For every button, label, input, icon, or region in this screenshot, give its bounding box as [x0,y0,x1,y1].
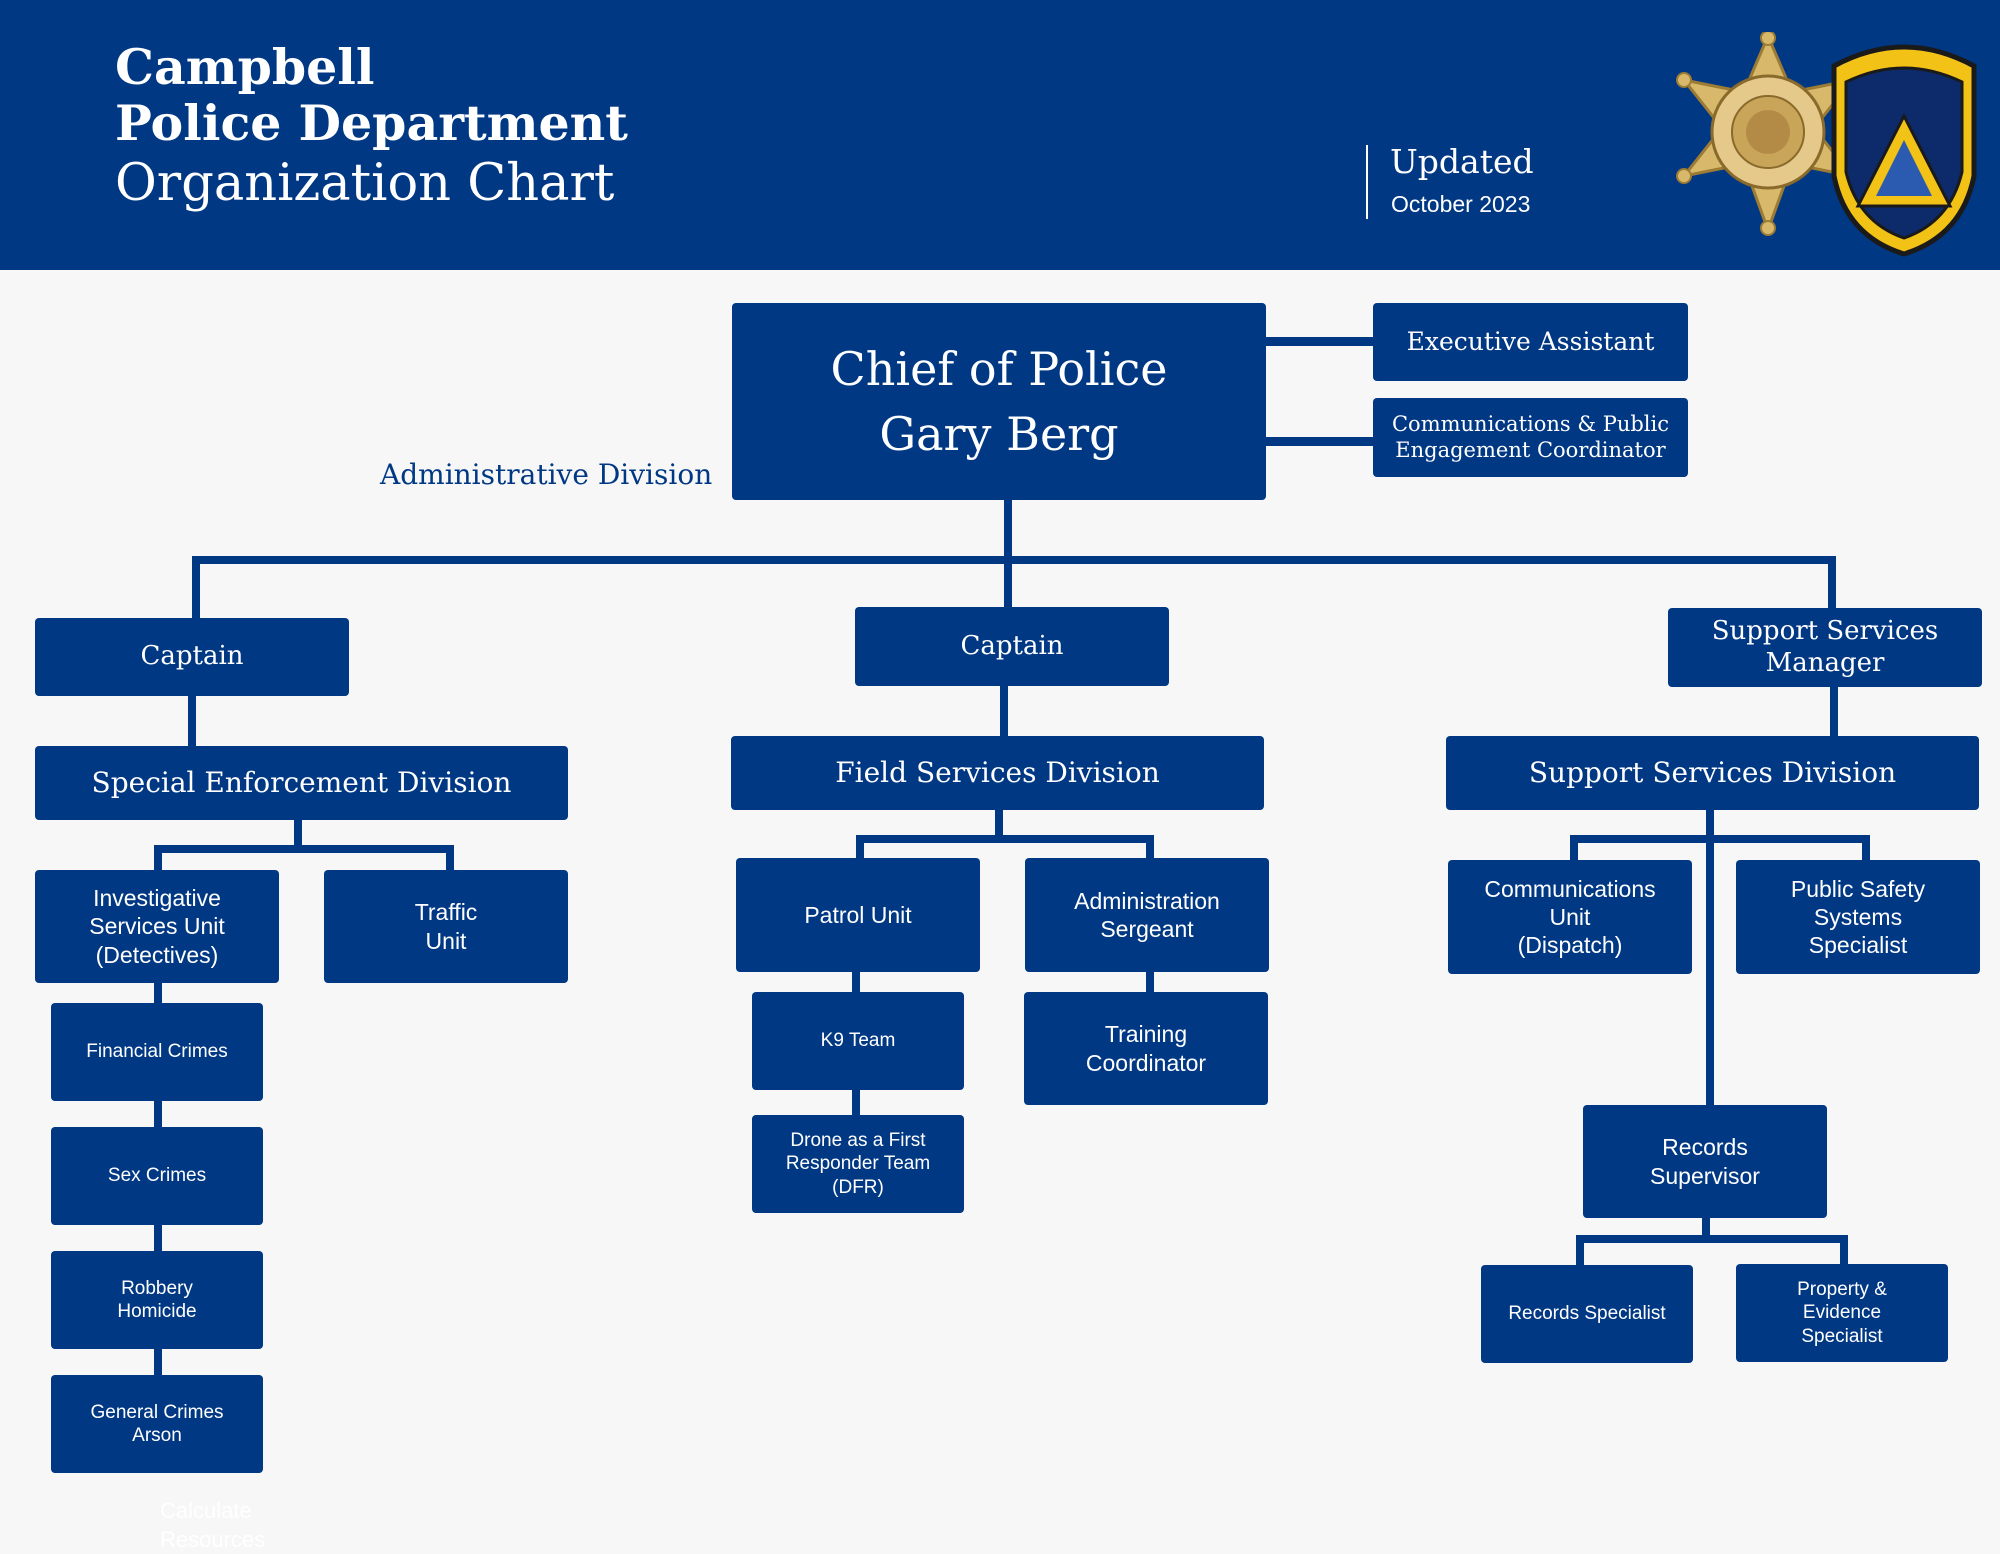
connector-ssd-to-ps-specialist [1862,835,1870,861]
connector-to-records-specialist [1576,1235,1584,1265]
header-banner: Campbell Police Department Organization … [0,0,2000,270]
connector-to-captain-center [1004,556,1012,608]
records-specialist-box[interactable]: Records Specialist [1481,1265,1693,1363]
connector-chief-exec-assistant [1264,337,1374,346]
campbell-police-patch-logo [1831,44,1977,257]
connector-chief-down [1004,500,1012,558]
patrol-unit-box[interactable]: Patrol Unit [736,858,980,972]
connector-to-support-manager [1828,556,1836,608]
administration-sergeant-box[interactable]: Administration Sergeant [1025,858,1269,972]
field-services-division-box[interactable]: Field Services Division [731,736,1264,810]
connector-fsd-horizontal [856,835,1154,843]
connector-records-horizontal [1576,1235,1848,1243]
title-line-1: Campbell [115,38,375,96]
connector-captain-left-to-sed [188,695,196,747]
traffic-unit-box[interactable]: Traffic Unit [324,870,568,983]
communications-unit-box[interactable]: Communications Unit (Dispatch) [1448,860,1692,974]
connector-sed-horizontal [154,845,454,853]
connector-patrol-to-k9 [852,970,860,994]
connector-admin-sergeant-to-training [1146,970,1154,994]
connector-main-horizontal [192,556,1836,564]
investigative-services-unit-box[interactable]: Investigative Services Unit (Detectives) [35,870,279,983]
connector-sed-to-isu [154,845,162,871]
connector-to-captain-left [192,556,200,618]
dfr-team-box[interactable]: Drone as a First Responder Team (DFR) [752,1115,964,1213]
connector-fsd-to-patrol [856,835,864,860]
connector-fsd-to-admin-sergeant [1146,835,1154,860]
public-safety-systems-specialist-box[interactable]: Public Safety Systems Specialist [1736,860,1980,974]
financial-crimes-box[interactable]: Financial Crimes [51,1003,263,1101]
support-services-division-box[interactable]: Support Services Division [1446,736,1979,810]
connector-captain-center-to-fsd [1000,685,1008,737]
records-supervisor-box[interactable]: Records Supervisor [1583,1105,1827,1218]
training-coordinator-box[interactable]: Training Coordinator [1024,992,1268,1105]
sex-crimes-box[interactable]: Sex Crimes [51,1127,263,1225]
connector-fsd-down [995,809,1003,839]
calculate-resources-text: Calculate Resources [160,1498,266,1552]
connector-manager-to-ssd [1830,686,1838,738]
connector-records-supervisor-down [1702,1217,1710,1239]
police-star-badge-logo [1676,32,1860,236]
updated-label: Updated [1390,142,1534,181]
connector-chief-comms [1264,437,1374,446]
connector-ssd-horizontal [1570,835,1870,843]
k9-team-box[interactable]: K9 Team [752,992,964,1090]
comms-public-engagement-box[interactable]: Communications & Public Engagement Coord… [1373,398,1688,477]
title-line-2: Police Department [115,94,628,152]
updated-divider [1366,145,1368,219]
property-evidence-specialist-box[interactable]: Property & Evidence Specialist [1736,1264,1948,1362]
administrative-division-label: Administrative Division [380,458,713,491]
connector-k9-to-dfr [852,1088,860,1117]
updated-date: October 2023 [1391,191,1531,217]
captain-center-box[interactable]: Captain [855,607,1169,686]
executive-assistant-box[interactable]: Executive Assistant [1373,303,1688,381]
chief-of-police-box[interactable]: Chief of Police Gary Berg [732,303,1266,500]
title-line-3: Organization Chart [115,154,615,213]
connector-ssd-to-comms-unit [1570,835,1578,861]
connector-to-property-specialist [1840,1235,1848,1265]
special-enforcement-division-box[interactable]: Special Enforcement Division [35,746,568,820]
connector-sed-down [294,819,302,849]
connector-sed-to-traffic [446,845,454,871]
connector-ssd-to-records-supervisor [1706,809,1714,1107]
robbery-homicide-box[interactable]: Robbery Homicide [51,1251,263,1349]
support-services-manager-box[interactable]: Support Services Manager [1668,608,1982,687]
captain-left-box[interactable]: Captain [35,618,349,696]
general-crimes-arson-box[interactable]: General Crimes Arson [51,1375,263,1473]
